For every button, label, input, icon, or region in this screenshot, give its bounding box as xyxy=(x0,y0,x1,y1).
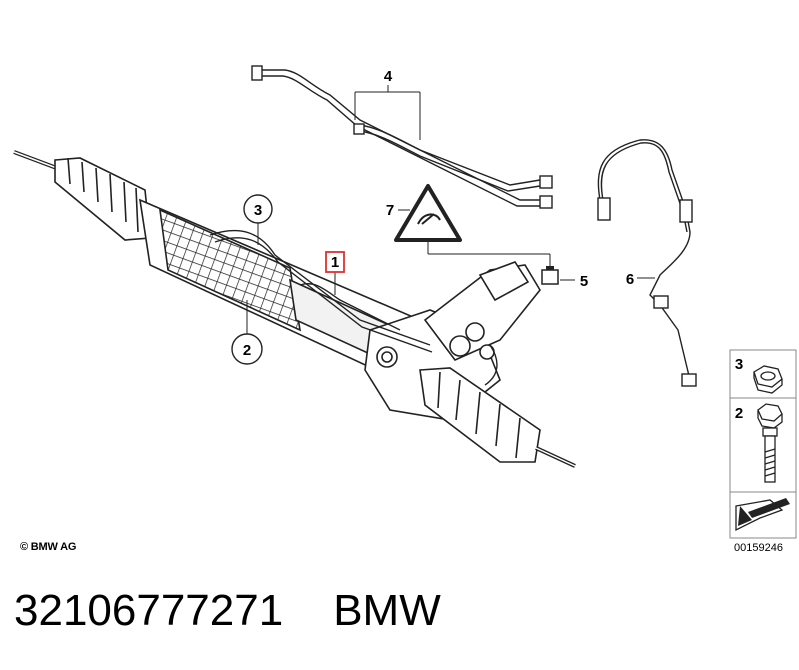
parts-diagram: 1 2 3 4 5 6 7 3 2 xyxy=(13,65,797,539)
callout-6-label: 6 xyxy=(626,271,634,288)
legend-item-3-label: 3 xyxy=(735,356,743,373)
brand-name: BMW xyxy=(333,586,441,635)
leader-lines xyxy=(246,85,655,334)
part-number: 32106777271 xyxy=(14,586,284,635)
callout-2: 2 xyxy=(231,333,263,365)
callout-1-label: 1 xyxy=(331,254,339,271)
warning-triangle-icon xyxy=(394,184,462,242)
legend-item-2-label: 2 xyxy=(735,405,743,422)
wear-sensor-wire xyxy=(597,139,697,387)
copyright-notice: © BMW AG xyxy=(20,541,77,553)
rack-lines xyxy=(209,229,498,386)
part-title: 32106777271 BMW xyxy=(14,586,441,636)
hex-nut-icon xyxy=(753,365,783,394)
hardware-legend: 3 2 xyxy=(729,349,797,539)
steering-rack xyxy=(13,150,576,468)
callout-3: 3 xyxy=(243,194,273,224)
hydraulic-line-set xyxy=(251,65,553,209)
callout-2-label: 2 xyxy=(243,342,251,359)
callout-7-label: 7 xyxy=(386,202,394,219)
callout-3-label: 3 xyxy=(254,202,262,219)
callout-1: 1 xyxy=(325,251,345,273)
drawing-code: 00159246 xyxy=(734,542,783,554)
callout-4-label: 4 xyxy=(384,68,393,85)
hex-bolt-icon xyxy=(757,403,783,483)
arrow-icon xyxy=(735,498,790,532)
callout-5-label: 5 xyxy=(580,273,588,290)
